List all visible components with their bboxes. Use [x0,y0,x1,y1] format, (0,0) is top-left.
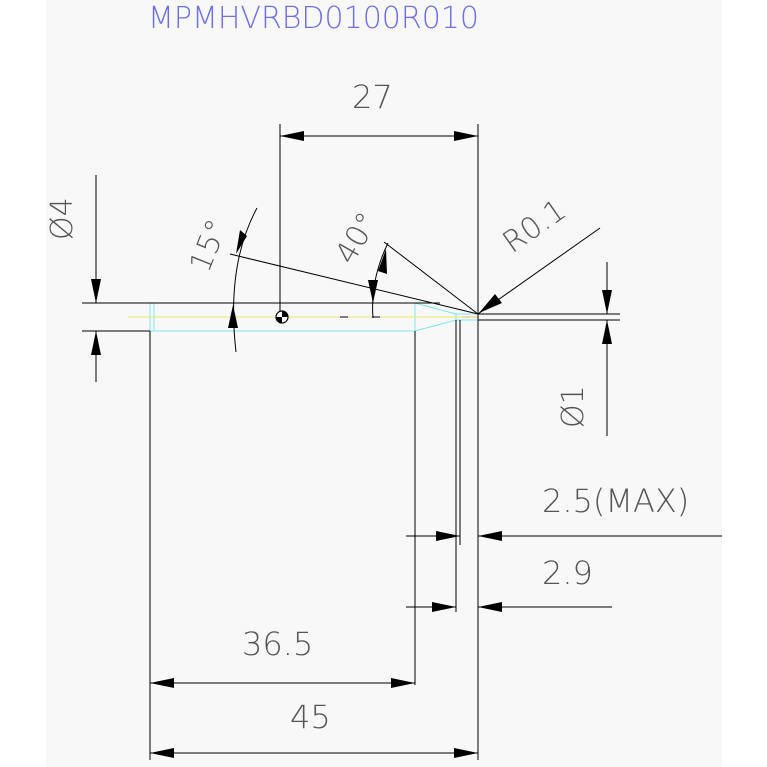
dim-2-9: 2.9 [542,554,593,592]
dim-dia-1: Ø1 [556,385,591,428]
drawing-panel [46,0,722,767]
origin-marker-fill [282,311,288,317]
arrowheads [91,131,612,758]
dim-dia-4: Ø4 [45,197,80,240]
dim-36-5: 36.5 [242,625,313,663]
dim-45: 45 [290,698,331,736]
dim-2-5-max: 2.5(MAX) [542,482,689,520]
dim-27: 27 [352,78,393,116]
part-number-title: MPMHVRBD0100R010 [148,1,479,36]
